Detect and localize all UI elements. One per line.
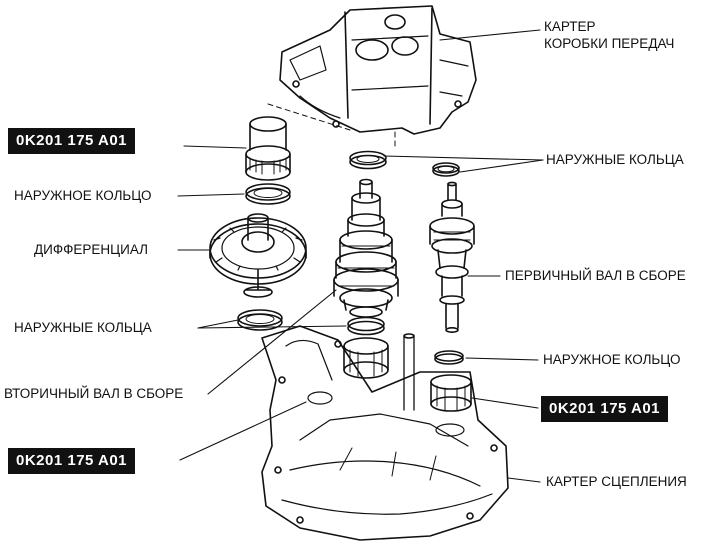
secondary-shaft-part [333,178,399,318]
outer-ring-left-lower-part [237,309,283,331]
clutch-housing [261,325,509,541]
label-differential: ДИФФЕРЕНЦИАЛ [34,242,148,257]
differential-part [209,213,307,298]
transmission-case [279,5,477,135]
outer-ring-right-top [432,162,460,177]
outer-ring-middle-top [349,150,387,170]
leader-lines [177,29,544,483]
label-outer-rings-upper: НАРУЖНЫЕ КОЛЬЦА [546,152,684,167]
label-clutch-housing: КАРТЕР СЦЕПЛЕНИЯ [546,474,687,489]
label-primary-shaft-assembly: ПЕРВИЧНЫЙ ВАЛ В СБОРЕ [505,268,686,283]
bearing-right [430,374,472,412]
label-transmission-case: КАРТЕР КОРОБКИ ПЕРЕДАЧ [544,18,674,52]
differential-bearing-top [245,116,291,181]
primary-shaft-part [429,181,475,333]
alignment-line-left [267,103,351,131]
tool-code-right: 0K201 175 A01 [541,396,669,422]
outer-ring-middle-lower [347,316,385,336]
label-secondary-shaft-assembly: ВТОРИЧНЫЙ ВАЛ В СБОРЕ [4,386,184,401]
label-transmission-case-line1: КАРТЕР [544,19,596,34]
label-outer-ring-right: НАРУЖНОЕ КОЛЬЦО [543,352,681,367]
label-outer-ring-left: НАРУЖНОЕ КОЛЬЦО [14,188,152,203]
label-outer-rings-left: НАРУЖНЫЕ КОЛЬЦА [14,320,152,335]
outer-ring-left-part [245,183,291,205]
outer-ring-right-lower [434,350,464,365]
tool-code-bottom-left: 0K201 175 A01 [8,448,136,474]
tool-code-top-left: 0K201 175 A01 [8,128,136,154]
label-transmission-case-line2: КОРОБКИ ПЕРЕДАЧ [544,36,675,51]
